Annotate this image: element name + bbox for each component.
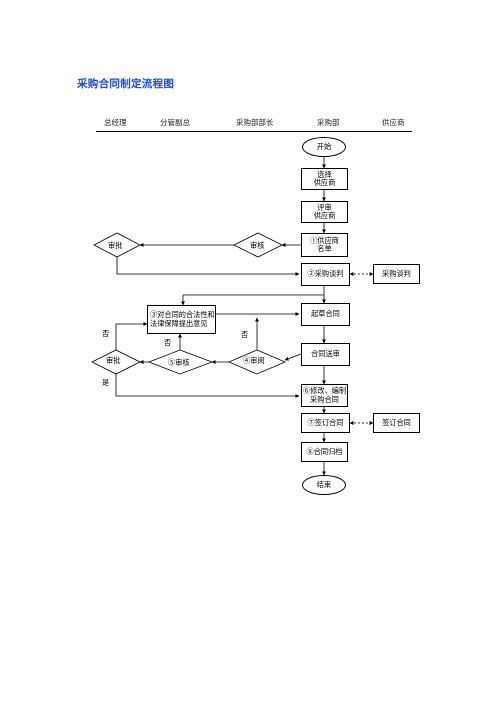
decision-review-deputy	[147, 349, 214, 375]
page-title: 采购合同制定流程图	[77, 78, 175, 90]
node-text: 法律保障提出意见	[150, 318, 208, 328]
decision-approve-gm2	[91, 349, 141, 375]
decision-review-head	[233, 232, 283, 258]
edge-negotiate-legal	[181, 294, 324, 306]
node-submit-contract: 合同送审	[301, 343, 350, 366]
label-no-head: 否	[241, 330, 249, 339]
end-node: 结束	[302, 475, 346, 495]
node-evaluate-supplier: 评审 供应商	[301, 201, 348, 223]
label-no-gm: 否	[102, 329, 110, 338]
label-no-deputy: 否	[164, 338, 172, 347]
label-yes-gm: 是	[102, 378, 110, 387]
review-head-label: 审核	[250, 241, 265, 250]
approve-gm-label: 审批	[108, 241, 123, 250]
node-text: 评审	[317, 202, 332, 212]
node-text: ⑥修改、编制	[302, 386, 347, 395]
lane-procurement-dept: 采购部	[317, 118, 340, 127]
edge-approve-negotiate	[116, 257, 300, 276]
node-text: 供应商	[313, 211, 336, 220]
decision-approve-gm	[93, 232, 141, 258]
node-supplier-list: ①供应商 名单	[301, 233, 348, 257]
audit-head-label: ④审阅	[243, 356, 265, 365]
edge-approve2-no	[115, 322, 148, 350]
node-text: 名单	[317, 244, 332, 253]
node-archive: ⑧合同归档	[301, 442, 348, 462]
start-node: 开始	[302, 137, 346, 157]
header-divider	[96, 131, 412, 132]
node-text: 选择	[317, 169, 332, 179]
decision-audit-head	[227, 349, 287, 375]
approve-gm2-label: 审批	[106, 356, 121, 365]
lane-deputy-manager: 分管副总	[160, 118, 190, 127]
node-sign-contract: ⑦签订合同	[301, 413, 350, 433]
edge-approve2-yes	[115, 374, 300, 398]
lane-general-manager: 总经理	[104, 118, 127, 127]
node-supplier-sign: 签订合同	[373, 413, 420, 433]
lane-procurement-head: 采购部部长	[236, 118, 274, 127]
node-supplier-negotiate: 采购谈判	[373, 264, 420, 284]
edge-submit-audit	[284, 353, 302, 361]
node-text: ③对合同的合法性和	[150, 310, 215, 319]
node-negotiate: ②采购谈判	[301, 263, 350, 286]
node-legal-opinion: ③对合同的合法性和 法律保障提出意见	[147, 305, 216, 334]
node-text: 供应商	[313, 178, 336, 187]
node-text: 采购合同	[310, 394, 339, 404]
node-draft-contract: 起草合同	[301, 303, 350, 326]
node-text: ①供应商	[310, 235, 339, 245]
lane-supplier: 供应商	[382, 118, 405, 127]
node-select-supplier: 选择 供应商	[301, 168, 348, 190]
node-revise-contract: ⑥修改、编制 采购合同	[301, 384, 348, 407]
review-deputy-label: ⑤审核	[168, 358, 190, 367]
